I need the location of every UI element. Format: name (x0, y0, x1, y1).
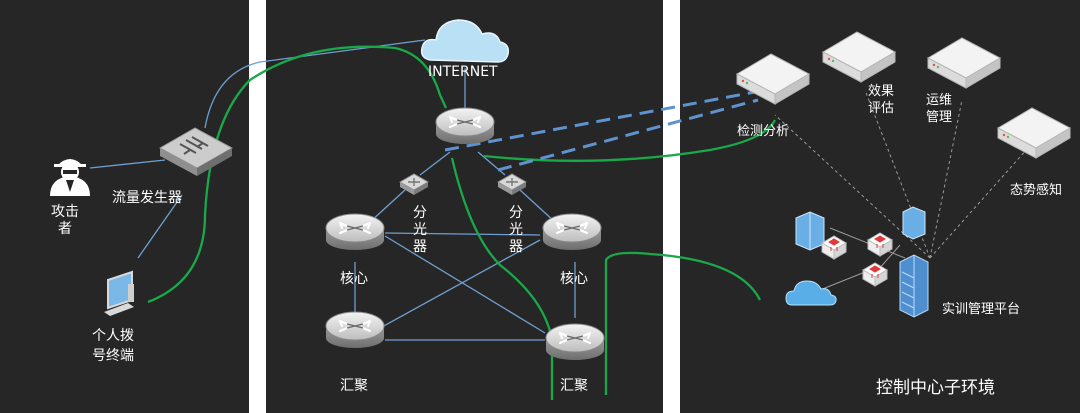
link-router-splitterR (477, 151, 506, 176)
cloud-icon-small (785, 280, 837, 306)
link-splitterR-coreR (519, 189, 556, 223)
server-icon-effect (822, 31, 896, 83)
green-to-control (604, 251, 762, 395)
firewall-icon-1 (821, 235, 847, 260)
server-tower-icon (899, 254, 929, 318)
cloud-icon (420, 19, 510, 63)
dashed-1 (444, 90, 756, 152)
link-coreL-aggR (384, 235, 546, 334)
link-core-core (384, 232, 541, 236)
link-splitterL-coreL (369, 189, 406, 223)
router-icon-core-left (324, 212, 386, 252)
green-router-agg (450, 157, 554, 400)
green-terminal-router (147, 45, 448, 304)
agg-left-label: 汇聚 (340, 378, 368, 394)
traffic-generator-label: 流量发生器 (112, 190, 182, 206)
link-switch-internet (204, 39, 426, 129)
link-coreR-aggL (379, 239, 541, 329)
panel-attack (0, 0, 249, 413)
splitter-left-label: 分光器 (413, 205, 427, 255)
green-router-detection (483, 119, 777, 162)
switch-icon (158, 127, 234, 176)
router-icon-agg-right (544, 322, 606, 362)
agg-right-label: 汇聚 (560, 378, 588, 394)
building-icon-right (902, 206, 926, 240)
internet-label: INTERNET (428, 64, 498, 80)
blue-links (89, 39, 576, 341)
dashed-links (444, 90, 759, 172)
building-icon-left (795, 211, 825, 251)
control-center-title: 控制中心子环境 (876, 378, 995, 398)
attacker-label: 攻击者 (51, 204, 79, 237)
router-icon-agg-left (324, 310, 386, 350)
situation-label: 态势感知 (1010, 183, 1063, 198)
training-platform-label: 实训管理平台 (942, 302, 1021, 317)
link-terminal-switch (137, 194, 183, 259)
core-left-label: 核心 (340, 271, 368, 287)
core-right-label: 核心 (560, 271, 588, 287)
effect-eval-label-2: 评估 (868, 101, 895, 116)
green-links (147, 45, 777, 400)
firewall-icon-2 (867, 232, 893, 257)
personal-terminal-label-1: 个人拨 (92, 328, 134, 344)
link-attacker-switch (89, 159, 166, 169)
splitter-icon-left (399, 173, 429, 196)
ops-mgmt-label-1: 运维 (926, 93, 953, 108)
hacker-icon (50, 159, 90, 196)
server-icon-situation (997, 107, 1071, 159)
splitter-right-label: 分光器 (509, 205, 523, 255)
dashed-2 (497, 98, 759, 172)
router-icon-main (434, 106, 496, 146)
server-icon-detection (736, 53, 810, 105)
computer-icon (104, 270, 134, 316)
detection-label: 检测分析 (737, 124, 790, 139)
server-icon-ops (927, 37, 1001, 89)
link-router-splitterL (419, 151, 451, 176)
router-icon-core-right (541, 212, 603, 252)
firewall-icon-3 (862, 262, 888, 287)
ops-mgmt-label-2: 管理 (926, 110, 953, 125)
personal-terminal-label-2: 号终端 (92, 348, 134, 364)
effect-eval-label-1: 效果 (868, 84, 895, 99)
